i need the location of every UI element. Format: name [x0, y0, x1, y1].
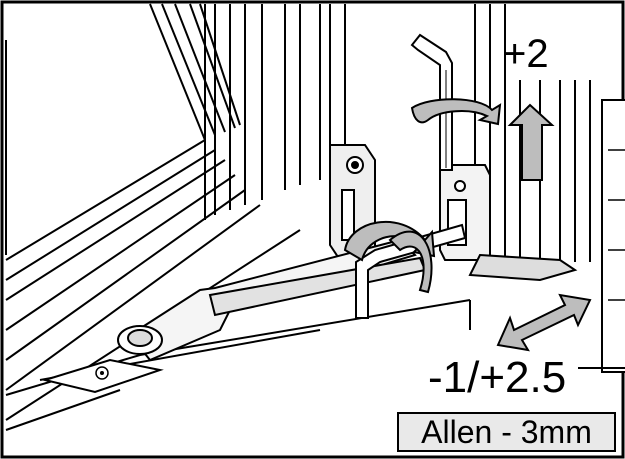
rotation-arrow-icon [410, 98, 502, 126]
lateral-adjustment-label: -1/+2.5 [428, 353, 567, 402]
rotation-arrow-icon [343, 221, 436, 294]
screw-icon [95, 366, 109, 380]
up-arrow-icon [507, 103, 555, 181]
inset-detail [578, 99, 625, 373]
double-arrow-icon [496, 293, 592, 352]
allen-key-icon [410, 33, 453, 171]
tool-size-badge: Allen - 3mm [397, 412, 616, 452]
height-adjustment-label: +2 [503, 32, 549, 76]
hinge-arm [117, 238, 578, 362]
hinge-block [439, 164, 491, 261]
allen-key-icon [355, 223, 467, 319]
